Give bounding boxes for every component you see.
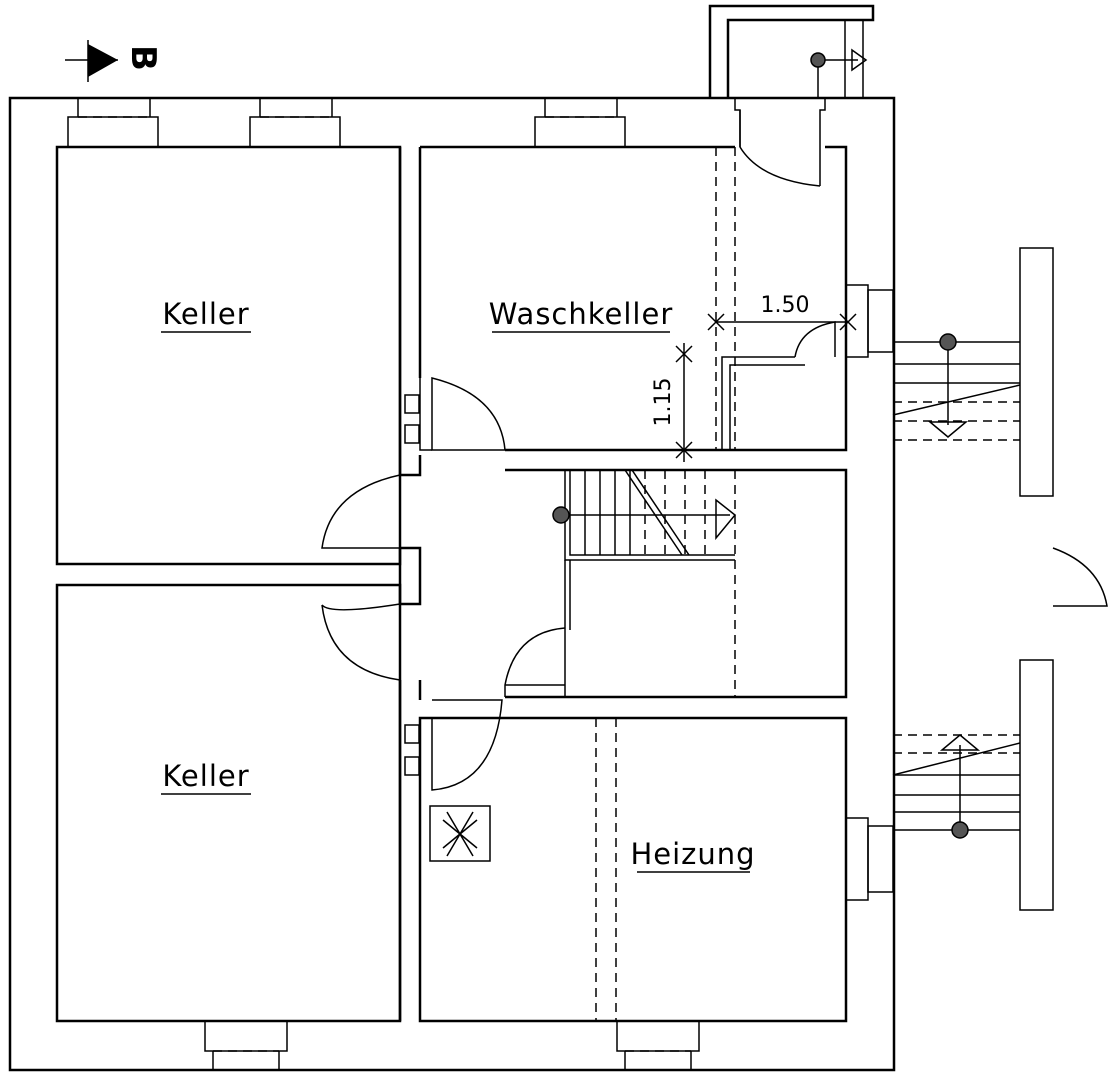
exterior-stair-lower bbox=[892, 659, 1054, 911]
exterior-door bbox=[1052, 547, 1108, 607]
staircase bbox=[504, 469, 737, 697]
room-label-heizung: Heizung bbox=[630, 837, 755, 871]
room-label-waschkeller: Waschkeller bbox=[489, 297, 674, 331]
section-marker-label: B bbox=[123, 45, 163, 71]
chimney-icon bbox=[429, 805, 491, 862]
dimension-height-label: 1.15 bbox=[651, 378, 676, 427]
room-label-keller-bottom: Keller bbox=[162, 759, 249, 793]
dimension-width: 1.50 bbox=[707, 293, 857, 331]
room-label-keller-top: Keller bbox=[162, 297, 249, 331]
top-windows bbox=[67, 98, 626, 148]
heizung-partition bbox=[595, 718, 617, 1021]
entrance-door bbox=[734, 98, 826, 187]
hall bbox=[321, 147, 506, 1021]
entrance-porch bbox=[708, 4, 893, 99]
section-marker: B bbox=[65, 40, 163, 82]
waschkeller-partition bbox=[715, 147, 836, 450]
room-outlines bbox=[55, 145, 848, 1023]
dimension-width-label: 1.50 bbox=[761, 293, 810, 318]
outer-walls bbox=[8, 96, 896, 1072]
room-labels: Keller Waschkeller Keller Heizung bbox=[161, 297, 755, 873]
exterior-stair-upper bbox=[892, 247, 1054, 497]
dimension-height: 1.15 bbox=[651, 343, 693, 462]
bottom-windows bbox=[204, 1020, 700, 1070]
right-windows bbox=[845, 284, 894, 901]
